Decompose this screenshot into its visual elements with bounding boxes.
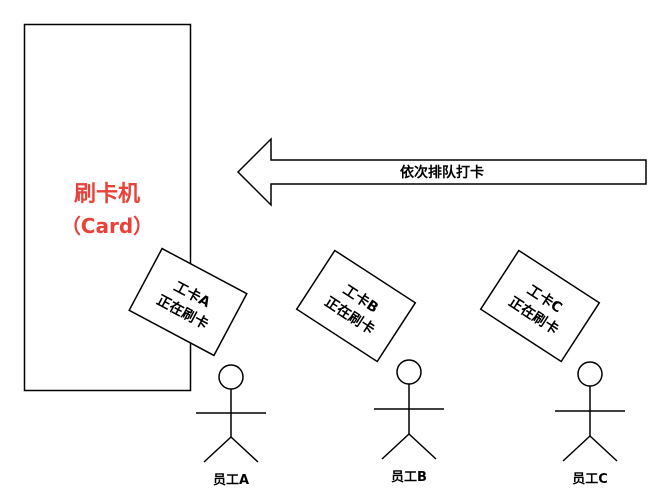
employee-c-label: 员工C: [572, 472, 608, 487]
card-c-shape: [479, 249, 601, 363]
employee-c: [555, 361, 625, 462]
card-machine: 刷卡机 （Card）: [23, 23, 192, 392]
employee-b-leg-right: [408, 433, 437, 460]
employee-a-label: 员工A: [213, 473, 249, 488]
queue-arrow-shape: [236, 137, 647, 207]
card-machine-box: [23, 23, 192, 392]
card-a-shape: [128, 247, 248, 357]
employee-c-leg-right: [589, 435, 618, 462]
card-c: 工卡C 正在刷卡: [479, 249, 601, 363]
card-a: 工卡A 正在刷卡: [128, 247, 248, 357]
employee-a-leg-right: [230, 436, 259, 463]
employee-b: [374, 359, 444, 460]
card-b: 工卡B 正在刷卡: [295, 249, 417, 363]
card-machine-title: 刷卡机: [74, 182, 140, 207]
queue-arrow: 依次排队打卡: [236, 137, 647, 207]
employee-c-leg-left: [562, 435, 591, 462]
employee-c-head: [577, 361, 603, 387]
employee-a-leg-left: [203, 436, 232, 463]
queue-arrow-label: 依次排队打卡: [400, 164, 484, 181]
employee-a: [196, 364, 266, 463]
employee-b-label: 员工B: [391, 470, 427, 485]
employee-b-head: [396, 359, 422, 385]
employee-b-leg-left: [381, 433, 410, 460]
card-b-shape: [295, 249, 417, 363]
employee-a-head: [218, 364, 244, 390]
card-machine-subtitle: （Card）: [61, 214, 153, 238]
